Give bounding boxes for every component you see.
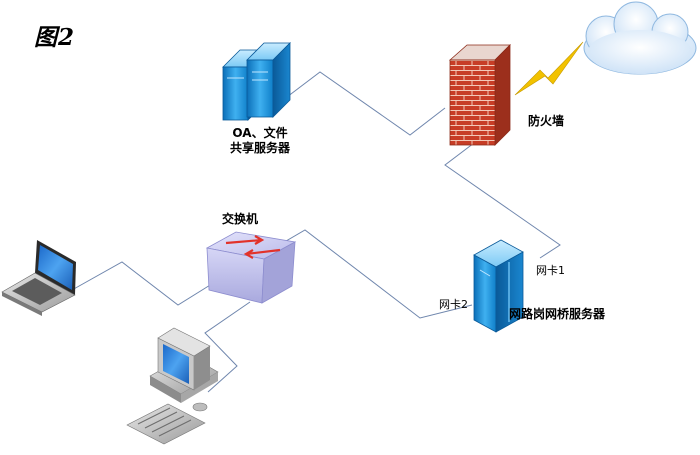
- nic1-label: 网卡1: [536, 264, 565, 277]
- firewall-icon: [448, 44, 511, 146]
- link-laptop-to-switch: [71, 261, 216, 306]
- desktop-computer-icon: [126, 327, 219, 445]
- link-switch-to-desktop: [204, 301, 251, 393]
- cloud-icon: [583, 1, 697, 75]
- figure-label: 图2: [34, 24, 76, 51]
- bridge-server-label: 网路岗网桥服务器: [509, 307, 606, 321]
- oa-server-label-line2: 共享服务器: [229, 141, 290, 155]
- laptop-icon: [1, 240, 76, 316]
- link-firewall-to-bridge-nic1: [444, 139, 561, 259]
- tower-server-icon: [473, 239, 524, 333]
- link-oa-server-to-firewall: [282, 71, 446, 136]
- switch-label: 交换机: [222, 212, 259, 226]
- oa-server-label: OA、文件 共享服务器: [222, 126, 298, 156]
- firewall-label: 防火墙: [528, 114, 565, 128]
- lightning-icon: [514, 41, 584, 96]
- oa-server-label-line1: OA、文件: [232, 126, 288, 140]
- nic2-label: 网卡2: [439, 298, 468, 311]
- server-icon: [222, 42, 291, 121]
- switch-icon: [205, 231, 297, 304]
